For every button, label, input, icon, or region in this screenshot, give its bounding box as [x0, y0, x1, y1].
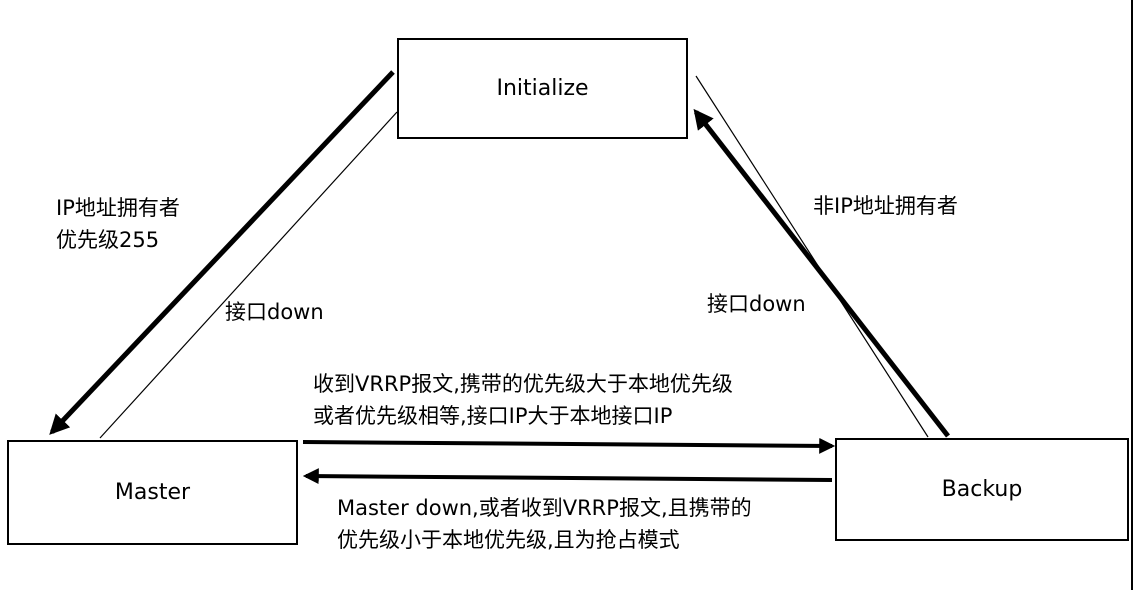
master-state-label: Master: [114, 480, 191, 505]
arrow-master-to-backup: [302, 437, 836, 454]
ip-owner-label: IP地址拥有者 优先级255: [56, 192, 180, 256]
right-border-line: [1131, 0, 1133, 590]
backup-interface-down-label: 接口down: [707, 292, 806, 316]
master-state: Master: [7, 440, 298, 545]
initialize-state-label: Initialize: [496, 76, 589, 101]
arrow-backup-to-master: [302, 468, 833, 485]
master-to-backup-line-1: 收到VRRP报文,携带的优先级大于本地优先级: [313, 372, 733, 396]
backup-to-master-line-2: 优先级小于本地优先级,且为抢占模式: [337, 528, 680, 552]
backup-state-label: Backup: [941, 477, 1023, 502]
master-to-backup-line-2: 或者优先级相等,接口IP大于本地接口IP: [313, 404, 673, 428]
arrow-initialize-to-master: [49, 70, 395, 435]
non-ip-owner-label: 非IP地址拥有者: [813, 194, 958, 218]
master-to-backup-label: 收到VRRP报文,携带的优先级大于本地优先级 或者优先级相等,接口IP大于本地接…: [313, 368, 733, 432]
arrow-backup-to-initialize: [693, 108, 950, 438]
backup-to-master-line-1: Master down,或者收到VRRP报文,且携带的: [337, 496, 752, 520]
arrow-initialize-to-backup: [695, 75, 929, 438]
ip-owner-line-2: 优先级255: [56, 228, 160, 252]
arrow-master-to-initialize: [99, 111, 398, 439]
backup-state: Backup: [835, 438, 1129, 541]
initialize-state: Initialize: [397, 38, 688, 139]
ip-owner-line-1: IP地址拥有者: [56, 196, 180, 220]
backup-to-master-label: Master down,或者收到VRRP报文,且携带的 优先级小于本地优先级,且…: [337, 492, 752, 556]
master-interface-down-label: 接口down: [225, 300, 324, 324]
